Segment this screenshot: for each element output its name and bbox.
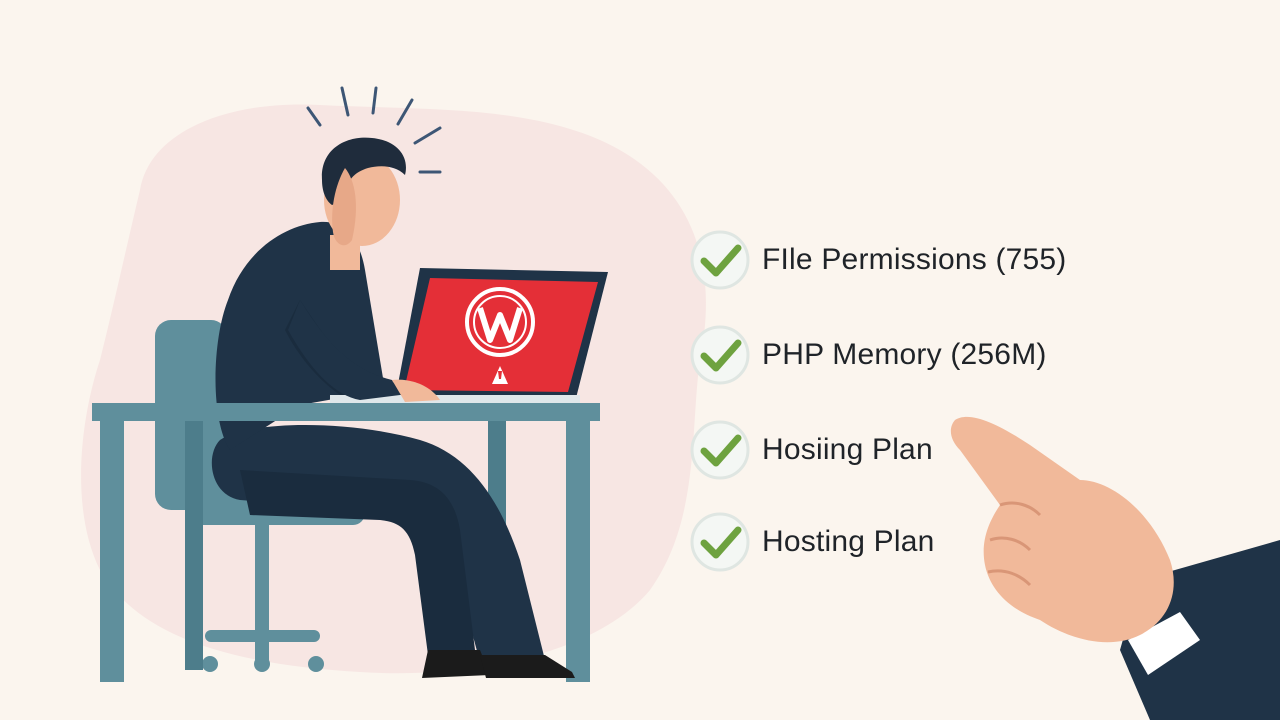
warning-icon [492, 366, 508, 384]
checklist-item-label: Hosiing Plan [762, 433, 933, 466]
wordpress-logo-icon [465, 287, 535, 357]
person-head [321, 137, 406, 270]
checkmark-icon [690, 512, 750, 572]
checklist-item-php-memory: PHP Memory (256M) [688, 323, 1047, 387]
laptop-screen [404, 278, 598, 392]
checklist-item-label: FIle Permissions (755) [762, 243, 1067, 276]
checkmark-icon [690, 420, 750, 480]
checklist-item-label: PHP Memory (256M) [762, 338, 1047, 371]
stress-lines [306, 86, 442, 174]
checklist-item-label: Hosting Plan [762, 525, 935, 558]
person-arm [288, 300, 440, 402]
desk-top [92, 403, 600, 421]
checklist-item-file-permissions: FIle Permissions (755) [688, 228, 1067, 292]
checkmark-icon [690, 230, 750, 290]
person-legs [211, 425, 575, 678]
laptop [330, 268, 608, 405]
pointing-hand [950, 416, 1280, 720]
checklist-item-hosting-plan-2: Hosting Plan [688, 510, 935, 574]
checkmark-icon [690, 325, 750, 385]
checklist-item-hosting-plan-1: Hosiing Plan [688, 418, 933, 482]
desk [100, 420, 590, 682]
